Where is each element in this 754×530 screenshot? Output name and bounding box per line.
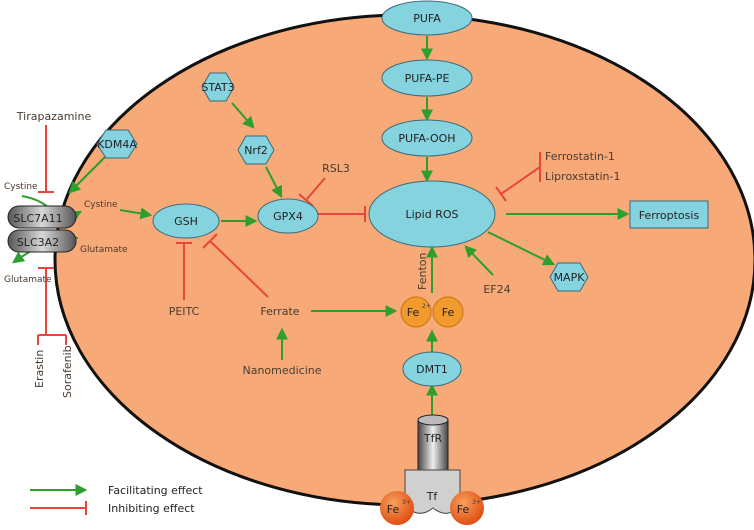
label-erastin: Erastin	[33, 350, 46, 388]
node-slc3a2-label: SLC3A2	[17, 236, 59, 249]
node-pufa-ooh[interactable]: PUFA-OOH	[381, 119, 473, 157]
node-kdm4a[interactable]: KDM4A	[96, 129, 138, 159]
label-cystine-outside: Cystine	[4, 182, 38, 192]
label-nanomedicine: Nanomedicine	[242, 364, 321, 377]
label-ef24: EF24	[483, 283, 510, 296]
node-lipid-ros[interactable]: Lipid ROS	[368, 180, 496, 248]
node-pufa[interactable]: PUFA	[381, 0, 473, 36]
node-fe-left-label: Fe	[407, 306, 420, 319]
node-slc3a2[interactable]: SLC3A2	[7, 229, 77, 253]
inhibiting-edges	[37, 125, 541, 345]
label-glutamate-outside: Glutamate	[4, 275, 52, 285]
node-nrf2[interactable]: Nrf2	[237, 135, 275, 165]
label-fenton: Fenton	[416, 252, 429, 290]
node-slc7a11-label: SLC7A11	[13, 212, 62, 225]
node-dmt1[interactable]: DMT1	[402, 351, 462, 387]
label-rsl3: RSL3	[322, 162, 350, 175]
node-gpx4-label: GPX4	[273, 210, 303, 223]
edge-kdm4a-to-slc7a11	[68, 156, 106, 194]
legend-facilitating-label: Facilitating effect	[108, 484, 203, 497]
label-liproxstatin-1: Liproxstatin-1	[545, 170, 620, 183]
node-fe-out-right-charge: 3+	[472, 499, 481, 506]
edge-cystine-to-gsh	[119, 207, 153, 220]
node-tf-complex[interactable]: Tf Fe 3+ Fe 3+	[380, 469, 484, 525]
node-pufa-label: PUFA	[413, 12, 441, 25]
fe-outside-right	[450, 491, 484, 525]
node-gsh-label: GSH	[174, 215, 198, 228]
edge-ef24-to-lipidros	[464, 245, 494, 276]
label-glutamate-inside: Glutamate	[80, 245, 128, 255]
node-mapk[interactable]: MAPK	[549, 262, 589, 292]
node-kdm4a-label: KDM4A	[97, 138, 137, 151]
node-ferroptosis[interactable]: Ferroptosis	[629, 200, 709, 229]
node-fe-right[interactable]: Fe	[432, 296, 464, 328]
node-fe-left[interactable]: Fe 2+	[400, 296, 432, 328]
node-tfr-label: TfR	[423, 432, 443, 445]
edge-lipidros-to-mapk	[487, 231, 556, 266]
edge-stat3-to-nrf2	[231, 102, 255, 129]
node-gsh[interactable]: GSH	[152, 203, 220, 239]
node-lipid-ros-label: Lipid ROS	[406, 208, 459, 221]
inhibit-bar-rsl3	[298, 193, 314, 207]
label-ferrostatin-1: Ferrostatin-1	[545, 150, 615, 163]
node-slc7a11[interactable]: SLC7A11	[7, 205, 77, 229]
edge-rsl3-inhibits-gpx4	[305, 177, 326, 201]
node-tf-label: Tf	[426, 490, 439, 503]
fe-outside-left	[380, 491, 414, 525]
node-stat3[interactable]: STAT3	[201, 72, 235, 102]
node-nrf2-label: Nrf2	[244, 144, 268, 157]
node-fe-out-left-label: Fe	[387, 503, 400, 516]
label-cystine-inside: Cystine	[84, 200, 118, 210]
label-ferrate: Ferrate	[260, 305, 299, 318]
label-sorafenib: Sorafenib	[61, 345, 74, 398]
inhibit-bar-ferrostatin	[495, 186, 507, 202]
edge-nrf2-to-gpx4	[265, 166, 283, 199]
node-dmt1-label: DMT1	[416, 363, 448, 376]
node-fe-right-label: Fe	[442, 306, 455, 319]
node-pufa-pe[interactable]: PUFA-PE	[381, 59, 473, 97]
node-fe-out-left-charge: 3+	[402, 499, 411, 506]
edge-ferrate-inhibits-gsh	[209, 240, 269, 298]
node-fe-out-right-label: Fe	[457, 503, 470, 516]
node-gpx4[interactable]: GPX4	[257, 198, 319, 234]
node-mapk-label: MAPK	[554, 271, 586, 284]
legend: Facilitating effect Inhibiting effect	[30, 484, 203, 515]
legend-inhibiting-label: Inhibiting effect	[108, 502, 195, 515]
edge-ferrostatin-inhibits-lipidros	[500, 166, 541, 195]
node-pufa-ooh-label: PUFA-OOH	[398, 132, 455, 145]
node-pufa-pe-label: PUFA-PE	[405, 72, 450, 85]
label-peitc: PEITC	[169, 305, 200, 318]
node-stat3-label: STAT3	[201, 81, 234, 94]
inhibit-bar-ferrate	[202, 233, 218, 249]
node-ferroptosis-label: Ferroptosis	[639, 209, 700, 222]
node-tfr[interactable]: TfR	[417, 414, 449, 471]
label-tirapazamine: Tirapazamine	[16, 110, 92, 123]
node-fe-left-charge: 2+	[422, 303, 431, 310]
